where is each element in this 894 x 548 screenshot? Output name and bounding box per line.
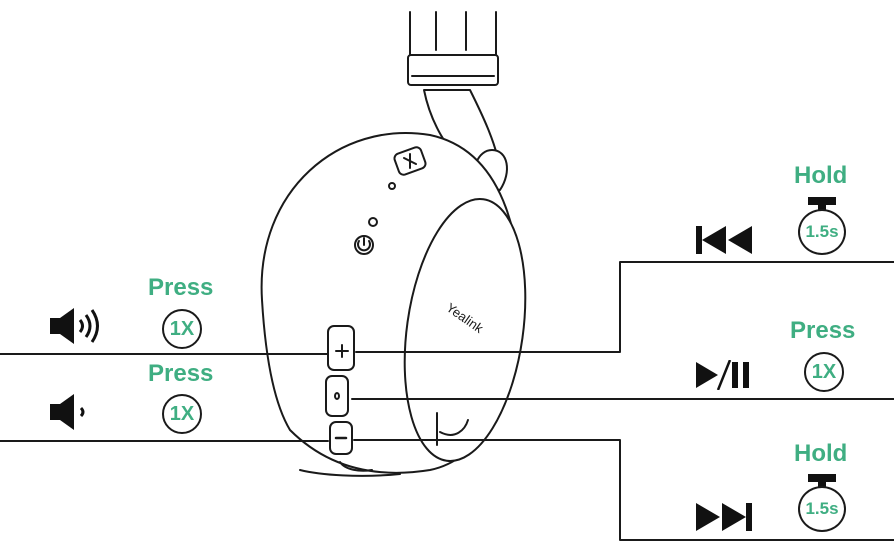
next-track-timer-icon: 1.5s — [798, 474, 846, 532]
speaker-quiet-icon — [50, 394, 85, 430]
volume-up-action: Press — [148, 274, 214, 301]
play-pause-count: 1X — [804, 352, 844, 392]
volume-down-count: 1X — [162, 394, 202, 434]
speaker-loud-icon — [50, 308, 99, 344]
play-pause-action: Press — [790, 317, 856, 344]
next-track-action: Hold — [794, 440, 848, 467]
play-pause-icon — [696, 360, 749, 390]
volume-down-action: Press — [148, 360, 214, 387]
volume-up-count: 1X — [162, 309, 202, 349]
previous-track-time: 1.5s — [798, 209, 846, 255]
previous-track-action: Hold — [794, 162, 848, 189]
next-track-icon — [696, 503, 752, 531]
next-track-time: 1.5s — [798, 486, 846, 532]
previous-track-icon — [696, 226, 752, 254]
previous-track-timer-icon: 1.5s — [798, 197, 846, 255]
